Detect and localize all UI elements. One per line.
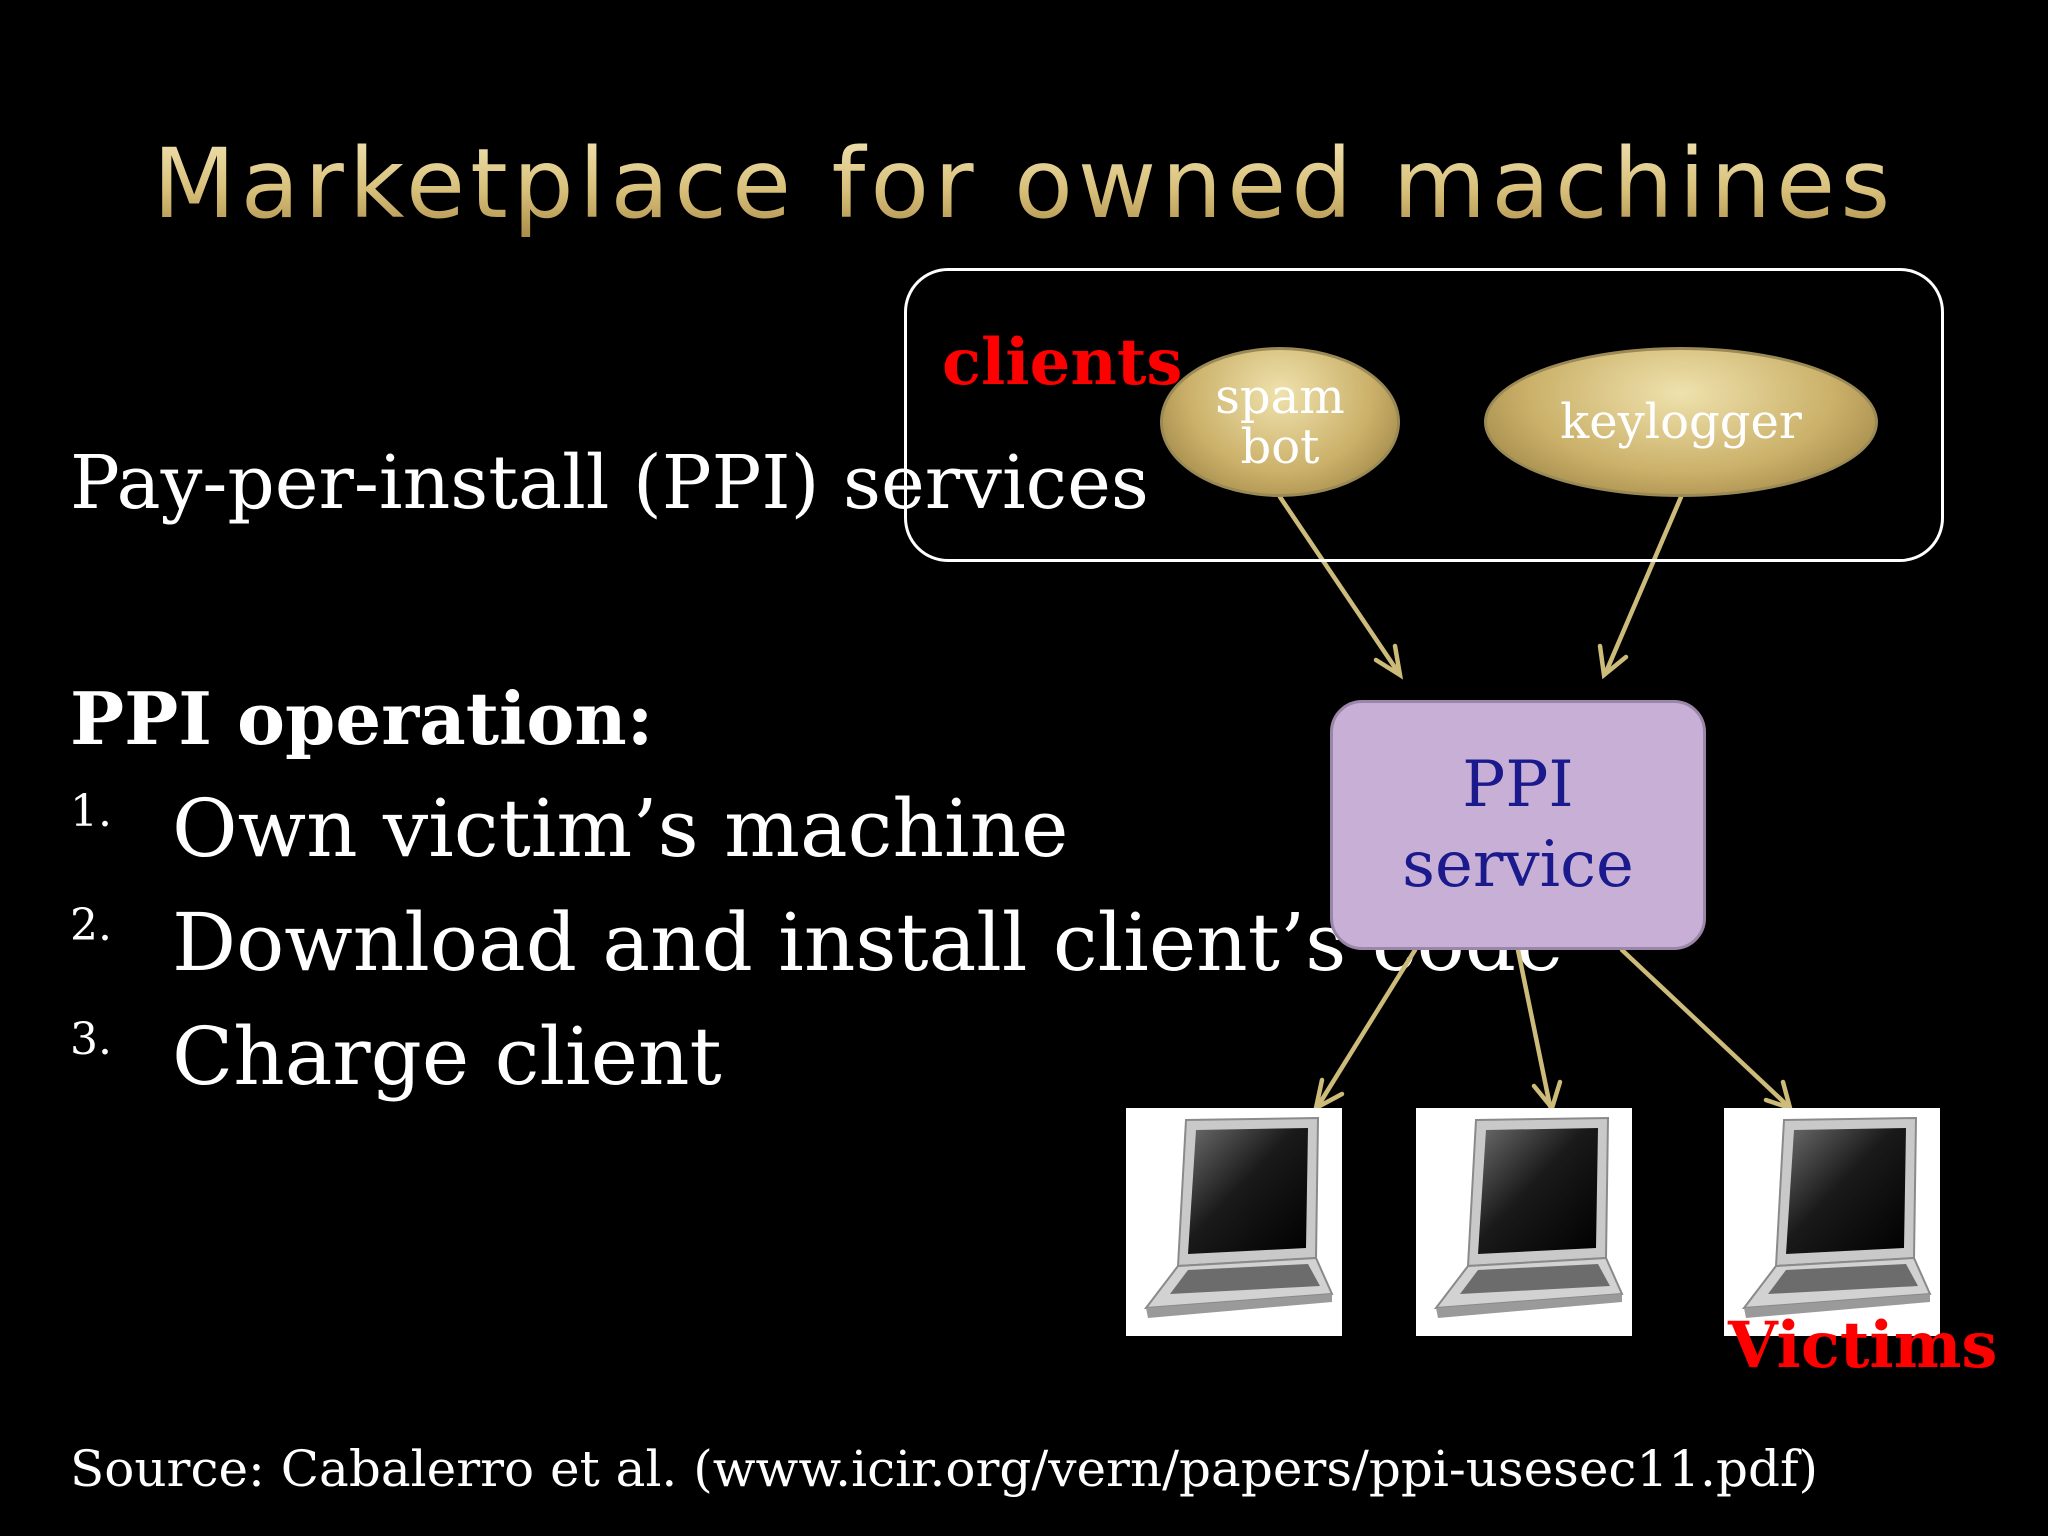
step-2: 2.	[70, 900, 112, 951]
step-number: 2.	[70, 900, 112, 951]
operation-heading: PPI operation:	[70, 676, 654, 761]
intro-text: Pay-per-install (PPI) services	[70, 440, 1149, 526]
clients-group	[904, 268, 1944, 562]
arrow-ppi-to-victim-3	[1619, 947, 1794, 1112]
keylogger-node: keylogger	[1484, 347, 1878, 497]
step-number: 3.	[70, 1014, 112, 1065]
step-3: 3.	[70, 1014, 112, 1065]
ppi-service-line1: PPI	[1462, 748, 1574, 822]
step-number: 1.	[70, 786, 112, 837]
step-text: Own victim’s machine	[172, 782, 1069, 875]
ppi-service-line2: service	[1402, 828, 1634, 902]
step-1: 1.	[70, 786, 112, 837]
victim-laptop-2	[1416, 1108, 1632, 1336]
victim-laptop-3	[1724, 1108, 1940, 1336]
ppi-service-node: PPI service	[1330, 700, 1706, 950]
step-text: Charge client	[172, 1010, 722, 1103]
clients-label: clients	[942, 325, 1183, 400]
victims-label: Victims	[1728, 1308, 1998, 1383]
spam-bot-line1: spam	[1215, 368, 1345, 425]
spam-bot-line2: bot	[1240, 419, 1320, 475]
victim-laptop-1	[1126, 1108, 1342, 1336]
spam-bot-node: spam bot	[1160, 347, 1400, 497]
laptop-icon	[1741, 1116, 1932, 1318]
keylogger-label: keylogger	[1560, 393, 1802, 450]
source-citation: Source: Cabalerro et al. (www.icir.org/v…	[70, 1440, 1818, 1498]
laptop-icon	[1433, 1116, 1624, 1318]
laptop-icon	[1143, 1116, 1334, 1318]
slide-title: Marketplace for owned machines	[0, 128, 2048, 240]
